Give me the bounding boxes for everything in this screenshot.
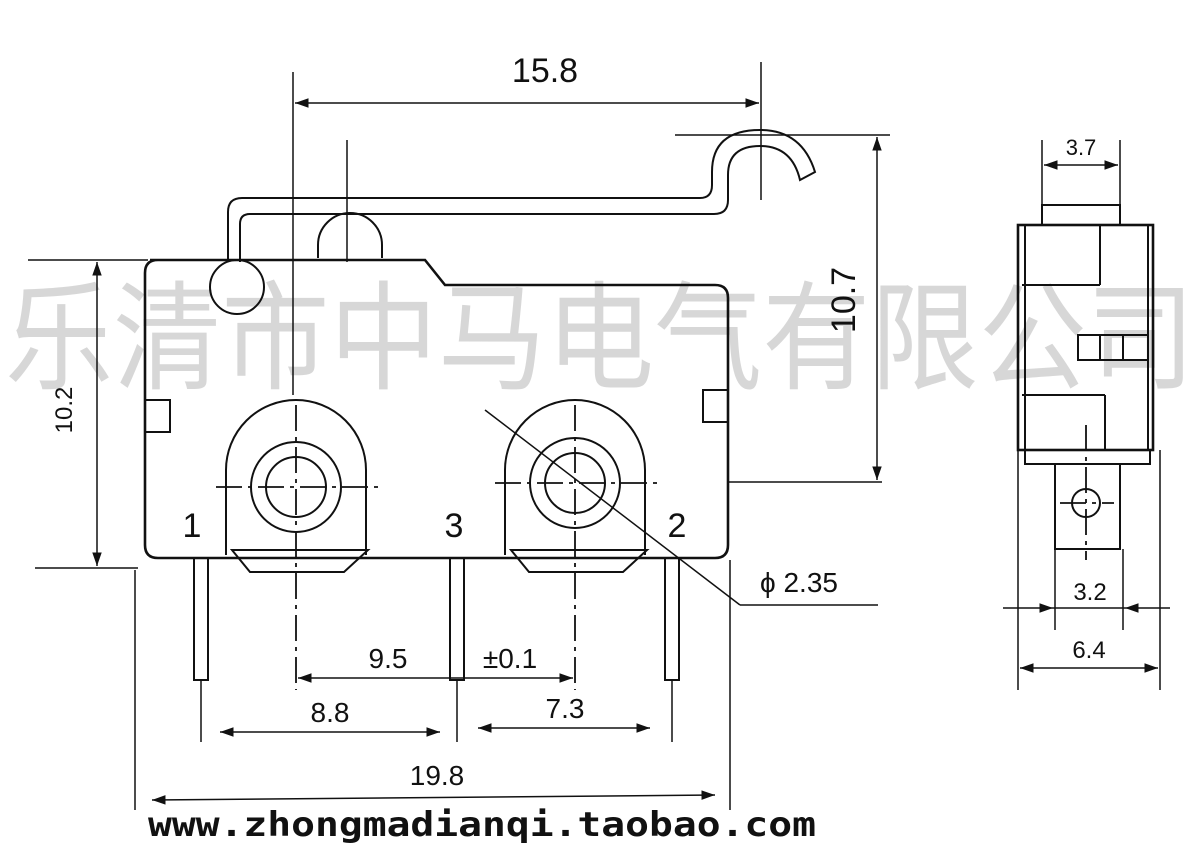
dim-pin-3-to-2: 7.3: [546, 693, 585, 724]
side-base: [1024, 449, 1151, 465]
pin-3-lead: [449, 557, 465, 681]
company-watermark: 乐清市中马电气有限公司: [5, 270, 1195, 408]
side-slot: [1077, 334, 1149, 361]
dim-body-length: 19.8: [410, 760, 465, 791]
dim-tolerance: ±0.1: [483, 643, 537, 674]
dim-side-top-width: 3.7: [1066, 135, 1097, 160]
right-notch: [702, 389, 729, 423]
pin-2-lead: [664, 557, 680, 681]
lever-arm: [227, 128, 817, 262]
dim-side-inner-width: 3.2: [1073, 579, 1106, 606]
dim-pin-pitch-center: 9.5: [369, 643, 408, 674]
dim-side-body-width: 6.4: [1072, 637, 1105, 664]
terminal-1-housing: [216, 399, 378, 690]
pin-1-lead: [193, 557, 209, 681]
side-terminal-tab: [1054, 463, 1121, 550]
side-actuator: [1041, 204, 1121, 226]
website-url: www.zhongmadianqi.taobao.com: [148, 805, 816, 845]
pin-label-2: 2: [668, 507, 687, 545]
side-view: 3.7 3.2 6.4: [1003, 135, 1170, 690]
pin-label-1: 1: [183, 507, 202, 545]
plunger: [317, 212, 383, 258]
front-view: 1 3 2: [143, 128, 817, 690]
dim-hole-diameter: ϕ 2.35: [760, 567, 838, 598]
dim-lever-length: 15.8: [512, 52, 578, 90]
front-dimensions: 15.8 10.7 10.2 ϕ 2.35 9.5 ±0.1 8.8 7.3: [28, 52, 890, 810]
dim-pin-1-to-3: 8.8: [311, 697, 350, 728]
lever-pivot: [209, 259, 265, 315]
pin-label-3: 3: [445, 507, 464, 545]
terminal-2-housing: [495, 399, 658, 690]
dim-body-height: 10.2: [51, 387, 78, 434]
left-notch: [144, 399, 171, 433]
switch-body-outline: [143, 258, 730, 560]
dim-overall-height: 10.7: [825, 267, 863, 333]
